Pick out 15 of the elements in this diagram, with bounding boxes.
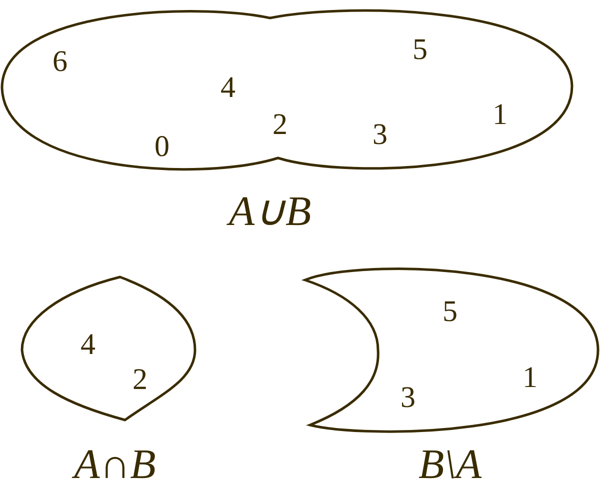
element-number: 6 — [52, 47, 68, 77]
element-number: 1 — [522, 363, 538, 393]
element-number: 1 — [492, 100, 508, 130]
element-number: 2 — [272, 110, 288, 140]
element-number: 0 — [154, 132, 170, 162]
element-number: 5 — [442, 297, 458, 327]
set-caption: B\A — [418, 444, 482, 486]
set-caption: A∪B — [228, 191, 312, 233]
element-number: 4 — [220, 73, 236, 103]
element-number: 5 — [412, 35, 428, 65]
set-caption: A∩B — [74, 444, 156, 486]
element-number: 2 — [132, 365, 148, 395]
element-number: 3 — [372, 120, 388, 150]
element-number: 3 — [400, 383, 416, 413]
element-number: 4 — [80, 330, 96, 360]
